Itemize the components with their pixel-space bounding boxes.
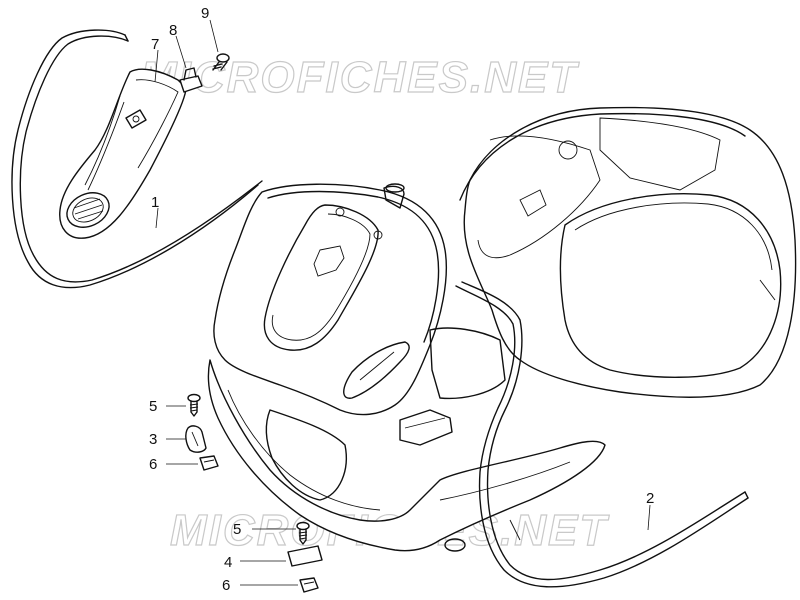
callout-8: 8 [169, 22, 177, 39]
front-leg-shield [213, 183, 448, 416]
part-5-screw-lower [296, 521, 310, 545]
callout-2: 2 [646, 490, 654, 507]
part-7-horn-cover [59, 68, 187, 239]
part-9-screw [212, 53, 230, 71]
part-2-trim-strip [455, 281, 749, 588]
part-3-bracket [185, 425, 207, 453]
part-5-screw-upper [187, 393, 201, 417]
part-8-clip [179, 67, 203, 93]
watermark-top: MICROFICHES.NET [140, 53, 579, 102]
callout-1: 1 [151, 194, 159, 211]
callout-4: 4 [224, 554, 232, 571]
part-6-clip-nut-lower [299, 577, 319, 593]
callout-9: 9 [201, 5, 209, 22]
callout-3: 3 [149, 431, 157, 448]
callout-7: 7 [151, 36, 159, 53]
callout-5-lower: 5 [233, 521, 241, 538]
part-1-trim-strip [11, 29, 263, 289]
rear-body-frame [459, 106, 797, 398]
part-6-clip-nut-upper [199, 455, 219, 471]
footboard-lower-body [207, 327, 606, 552]
part-4-cover-plate [287, 545, 323, 567]
callout-6-lower: 6 [222, 577, 230, 594]
callout-6-upper: 6 [149, 456, 157, 473]
callout-5-upper: 5 [149, 398, 157, 415]
